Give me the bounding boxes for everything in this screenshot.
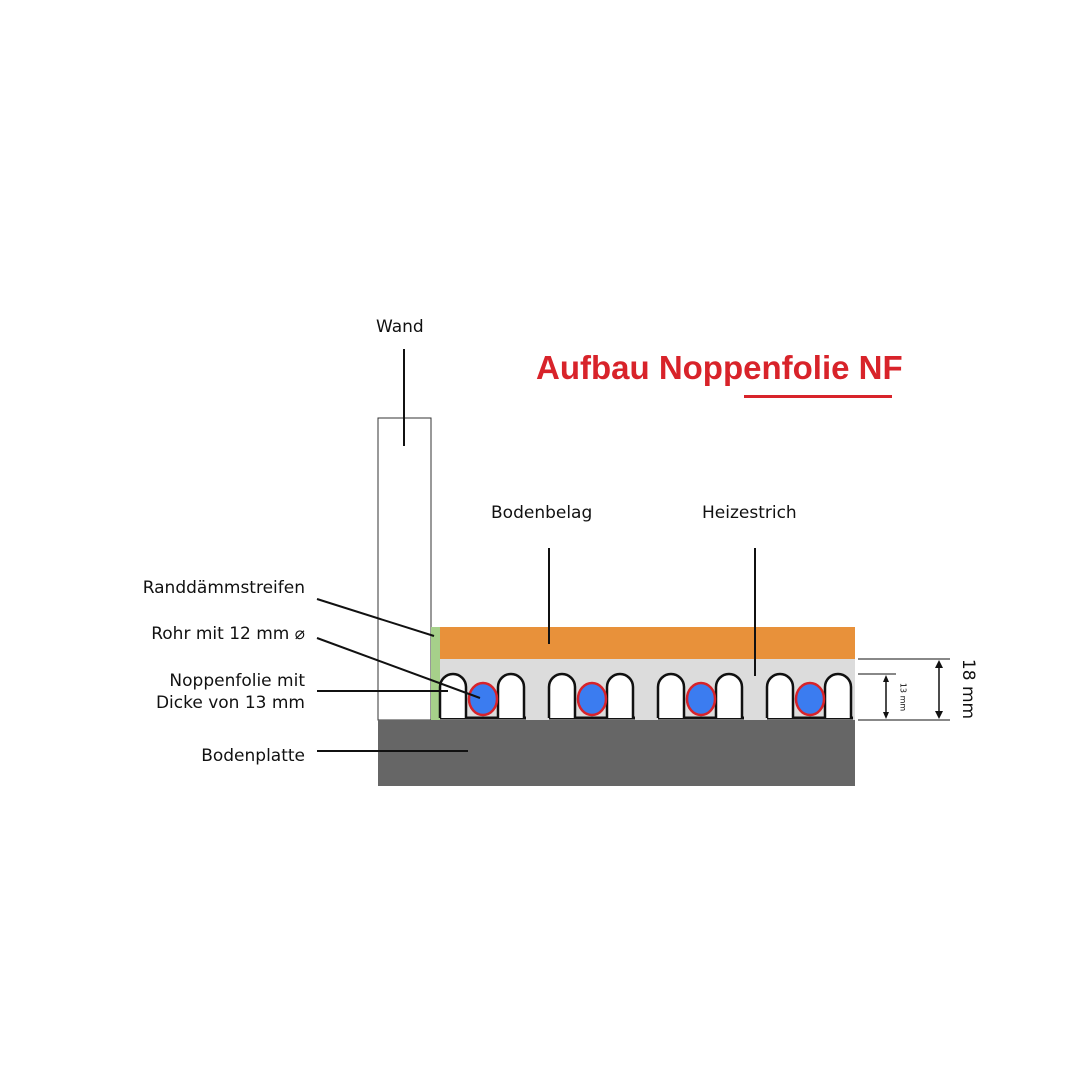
label-noppenfolie-line2: Dicke von 13 mm: [155, 693, 305, 713]
dimension-total-label: 18 mm: [958, 658, 978, 720]
label-noppenfolie-line1: Noppenfolie mit: [169, 671, 305, 691]
stud-left: [547, 672, 577, 718]
stud-membrane: [438, 672, 853, 720]
edge-insulation-strip: [431, 627, 440, 720]
label-bodenbelag: Bodenbelag: [491, 503, 593, 523]
label-rohr: Rohr mit 12 mm ⌀: [151, 624, 305, 644]
heating-pipe: [794, 681, 826, 717]
diagram-title: Aufbau Noppenfolie NF: [536, 349, 903, 386]
stud-right: [823, 672, 853, 718]
wall: [377, 417, 432, 721]
stud-right: [714, 672, 744, 718]
arrowhead-13-top: [883, 675, 889, 682]
label-bodenplatte: Bodenplatte: [201, 746, 305, 766]
label-randdaemmstreifen: Randdämmstreifen: [142, 578, 305, 598]
heating-pipe: [467, 681, 499, 717]
floor-covering-layer: [440, 627, 855, 659]
dimension-noppen-label: 13 mm: [898, 682, 908, 712]
title-underline: [744, 395, 892, 398]
arrowhead-13-bottom: [883, 712, 889, 719]
stud-right: [496, 672, 526, 718]
stud-right: [605, 672, 635, 718]
stud-left: [438, 672, 468, 718]
heating-pipe: [685, 681, 717, 717]
stud-left: [656, 672, 686, 718]
label-wand: Wand: [376, 317, 424, 337]
heating-pipe: [576, 681, 608, 717]
stud-left: [765, 672, 795, 718]
arrowhead-18-bottom: [935, 711, 943, 719]
label-heizestrich: Heizestrich: [702, 503, 797, 523]
leader-line-rohr: [316, 637, 481, 699]
arrowhead-18-top: [935, 660, 943, 668]
leader-line-randdaemmstreifen: [316, 598, 435, 637]
base-slab: [378, 720, 855, 786]
